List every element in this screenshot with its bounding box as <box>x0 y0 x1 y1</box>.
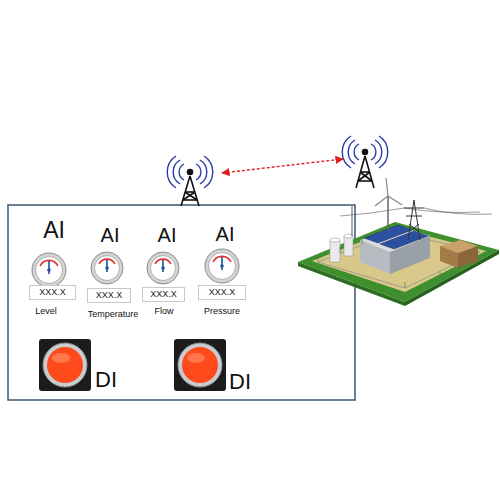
signal-type-label: AI <box>34 219 74 242</box>
value-text: XXX.X <box>209 288 236 297</box>
value-display: XXX.X <box>198 285 246 300</box>
remote-station <box>298 178 499 306</box>
measurement-label: Pressure <box>194 307 250 316</box>
antenna-tower <box>356 150 374 189</box>
signal-type-label: DI <box>86 369 126 391</box>
radio-waves <box>342 136 388 168</box>
measurement-label: Temperature <box>78 310 148 319</box>
radio-link <box>222 159 343 173</box>
value-display: XXX.X <box>142 287 185 302</box>
gauge-symbol <box>32 253 66 287</box>
radio-waves <box>167 156 213 188</box>
measurement-label: Level <box>21 307 71 316</box>
value-text: XXX.X <box>96 291 123 300</box>
signal-type-label: AI <box>90 225 130 245</box>
push-button <box>39 339 91 391</box>
value-display: XXX.X <box>87 288 131 303</box>
gauge-symbol <box>147 252 179 284</box>
signal-type-label: AI <box>147 225 187 245</box>
value-text: XXX.X <box>150 290 177 299</box>
gauge-symbol <box>205 249 239 283</box>
signal-type-label: DI <box>220 371 260 393</box>
antenna-tower <box>181 170 199 207</box>
gauge-symbol <box>91 252 123 284</box>
rtu-panel <box>8 205 355 400</box>
value-display: XXX.X <box>29 285 76 300</box>
value-text: XXX.X <box>39 288 66 297</box>
measurement-label: Flow <box>139 307 189 316</box>
signal-type-label: AI <box>205 224 245 244</box>
push-button <box>174 339 226 391</box>
